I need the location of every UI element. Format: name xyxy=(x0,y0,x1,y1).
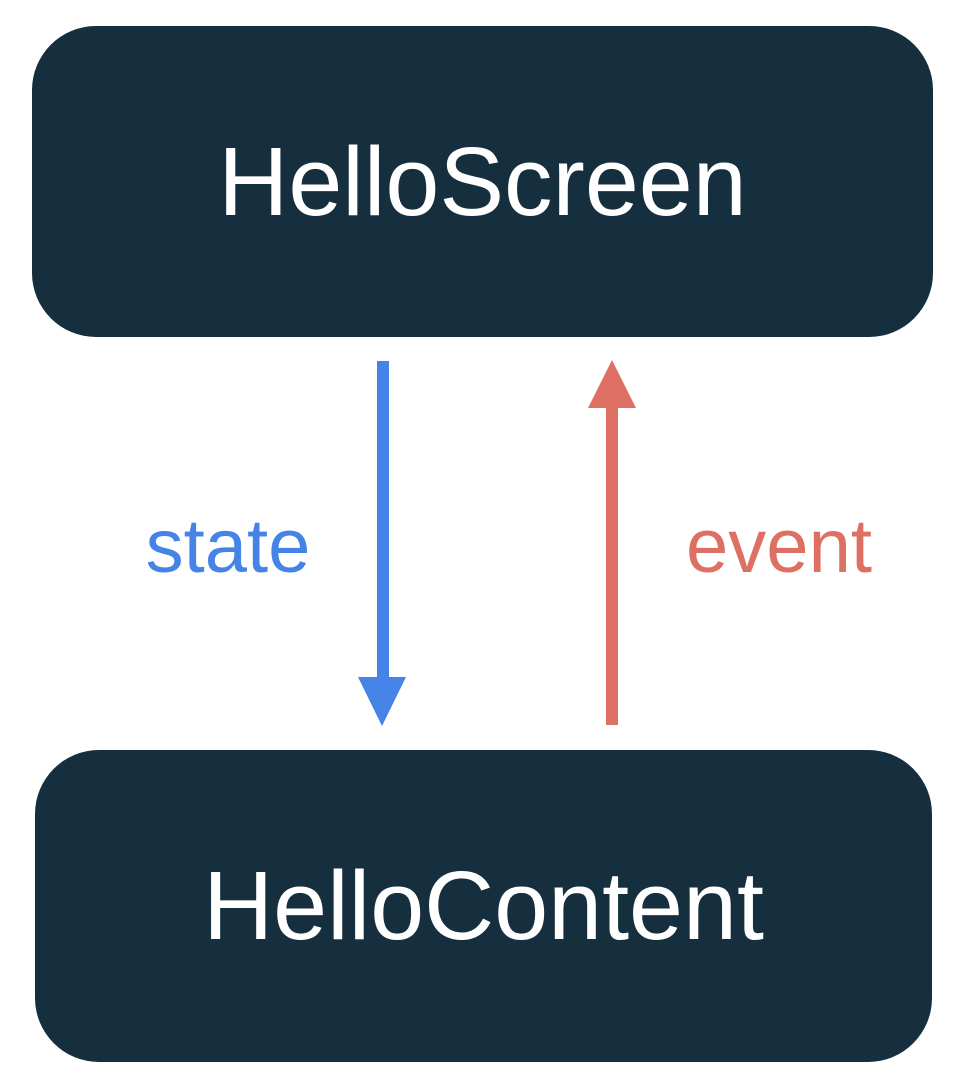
event-label: event xyxy=(686,504,872,589)
helloscreen-label: HelloScreen xyxy=(218,126,747,236)
helloscreen-box: HelloScreen xyxy=(32,26,933,337)
hellocontent-box: HelloContent xyxy=(35,750,932,1062)
state-arrow-down-icon xyxy=(358,677,406,726)
hellocontent-label: HelloContent xyxy=(203,851,764,960)
state-label: state xyxy=(145,504,311,589)
state-arrow-shaft xyxy=(377,361,389,678)
event-arrow-shaft xyxy=(606,406,618,725)
event-arrow-up-icon xyxy=(588,360,636,408)
